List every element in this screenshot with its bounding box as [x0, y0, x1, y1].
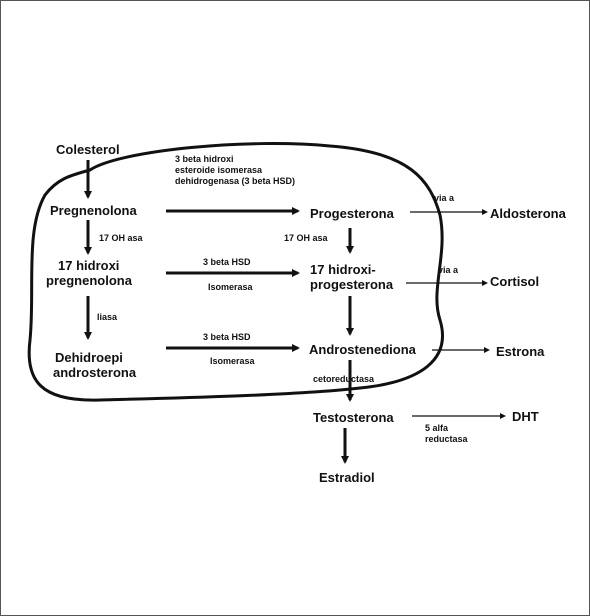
- node-17-hidroxi-progesterona-line2: progesterona: [310, 277, 394, 292]
- enzyme-3-beta-hsd-low: 3 beta HSD: [203, 332, 251, 342]
- enzyme-3-beta-hsd-mid: 3 beta HSD: [203, 257, 251, 267]
- node-dht: DHT: [512, 409, 539, 424]
- node-estradiol: Estradiol: [319, 470, 375, 485]
- node-androstenediona: Androstenediona: [309, 342, 416, 357]
- enzyme-5-alfa-reductasa-line2: reductasa: [425, 434, 468, 444]
- enzyme-isomerasa-low: Isomerasa: [210, 356, 255, 366]
- node-17-hidroxi-pregnenolona-line1: 17 hidroxi: [58, 258, 120, 273]
- enzyme-3-beta-hsd-line3: dehidrogenasa (3 beta HSD): [175, 176, 296, 186]
- enzyme-17-oh-asa-right: 17 OH asa: [284, 233, 328, 243]
- enzyme-isomerasa-mid: Isomerasa: [208, 282, 253, 292]
- enzyme-5-alfa-reductasa-line1: 5 alfa: [425, 423, 449, 433]
- enzyme-cetoreductasa: cetoreductasa: [313, 374, 375, 384]
- enzyme-liasa: liasa: [97, 312, 118, 322]
- node-progesterona: Progesterona: [310, 206, 394, 221]
- enzyme-17-oh-asa-left: 17 OH asa: [99, 233, 143, 243]
- node-estrona: Estrona: [496, 344, 545, 359]
- label-via-a-mid: via a: [438, 265, 459, 275]
- node-cortisol: Cortisol: [490, 274, 540, 289]
- enzyme-3-beta-hsd-line1: 3 beta hidroxi: [175, 154, 234, 164]
- node-dehidroepi-androsterona-line2: androsterona: [53, 365, 137, 380]
- node-pregnenolona: Pregnenolona: [50, 203, 137, 218]
- node-aldosterona: Aldosterona: [490, 206, 566, 221]
- enzyme-3-beta-hsd-line2: esteroide isomerasa: [175, 165, 263, 175]
- adrenal-outline: [27, 142, 444, 402]
- node-17-hidroxi-pregnenolona-line2: pregnenolona: [46, 273, 132, 288]
- node-17-hidroxi-progesterona-line1: 17 hidroxi-: [310, 262, 376, 277]
- node-testosterona: Testosterona: [313, 410, 394, 425]
- node-colesterol: Colesterol: [56, 142, 120, 157]
- node-dehidroepi-androsterona-line1: Dehidroepi: [55, 350, 123, 365]
- label-via-a-top: via a: [434, 193, 455, 203]
